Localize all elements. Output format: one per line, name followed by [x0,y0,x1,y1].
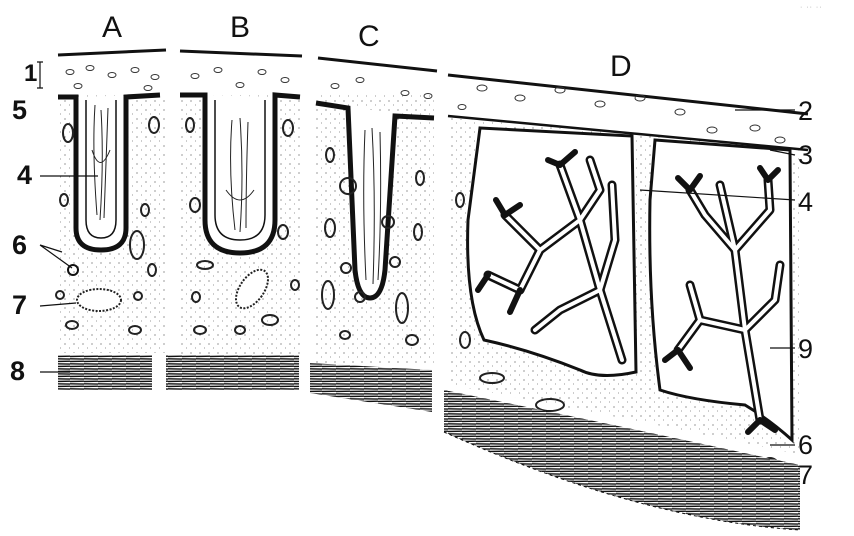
panel-label-b: B [230,13,250,43]
panel-label-c: C [358,22,380,52]
panel-b-muscle-layer [166,355,299,390]
label-layer-6-right: 6 [798,432,813,459]
label-layer-9: 9 [798,336,813,363]
panel-c-section [310,58,437,412]
corner-scan-mark: · ·· ·· [800,4,823,11]
label-layer-3: 3 [798,142,813,169]
label-layer-1: 1 [24,62,37,86]
panel-a-vessel [77,289,121,311]
panel-label-d: D [610,52,632,82]
label-layer-5: 5 [12,97,27,124]
label-layer-8: 8 [10,358,25,385]
label-layer-6-left: 6 [12,232,27,259]
panel-b-epithelium-cells [191,68,289,88]
label-layer-7-left: 7 [12,292,27,319]
label-layer-2: 2 [798,98,813,125]
label-layer-4-right: 4 [798,189,813,216]
panel-a-section [56,50,166,390]
panel-a-epithelium-cells [66,66,159,91]
panel-c-muscle-layer [310,363,432,412]
label-layer-7-right: 7 [798,462,813,489]
panel-a-muscle-layer [58,355,152,390]
panel-d-section [444,75,808,530]
panel-label-a: A [102,13,122,43]
label-layer-4-left: 4 [17,162,32,189]
panel-b-section [166,51,302,390]
